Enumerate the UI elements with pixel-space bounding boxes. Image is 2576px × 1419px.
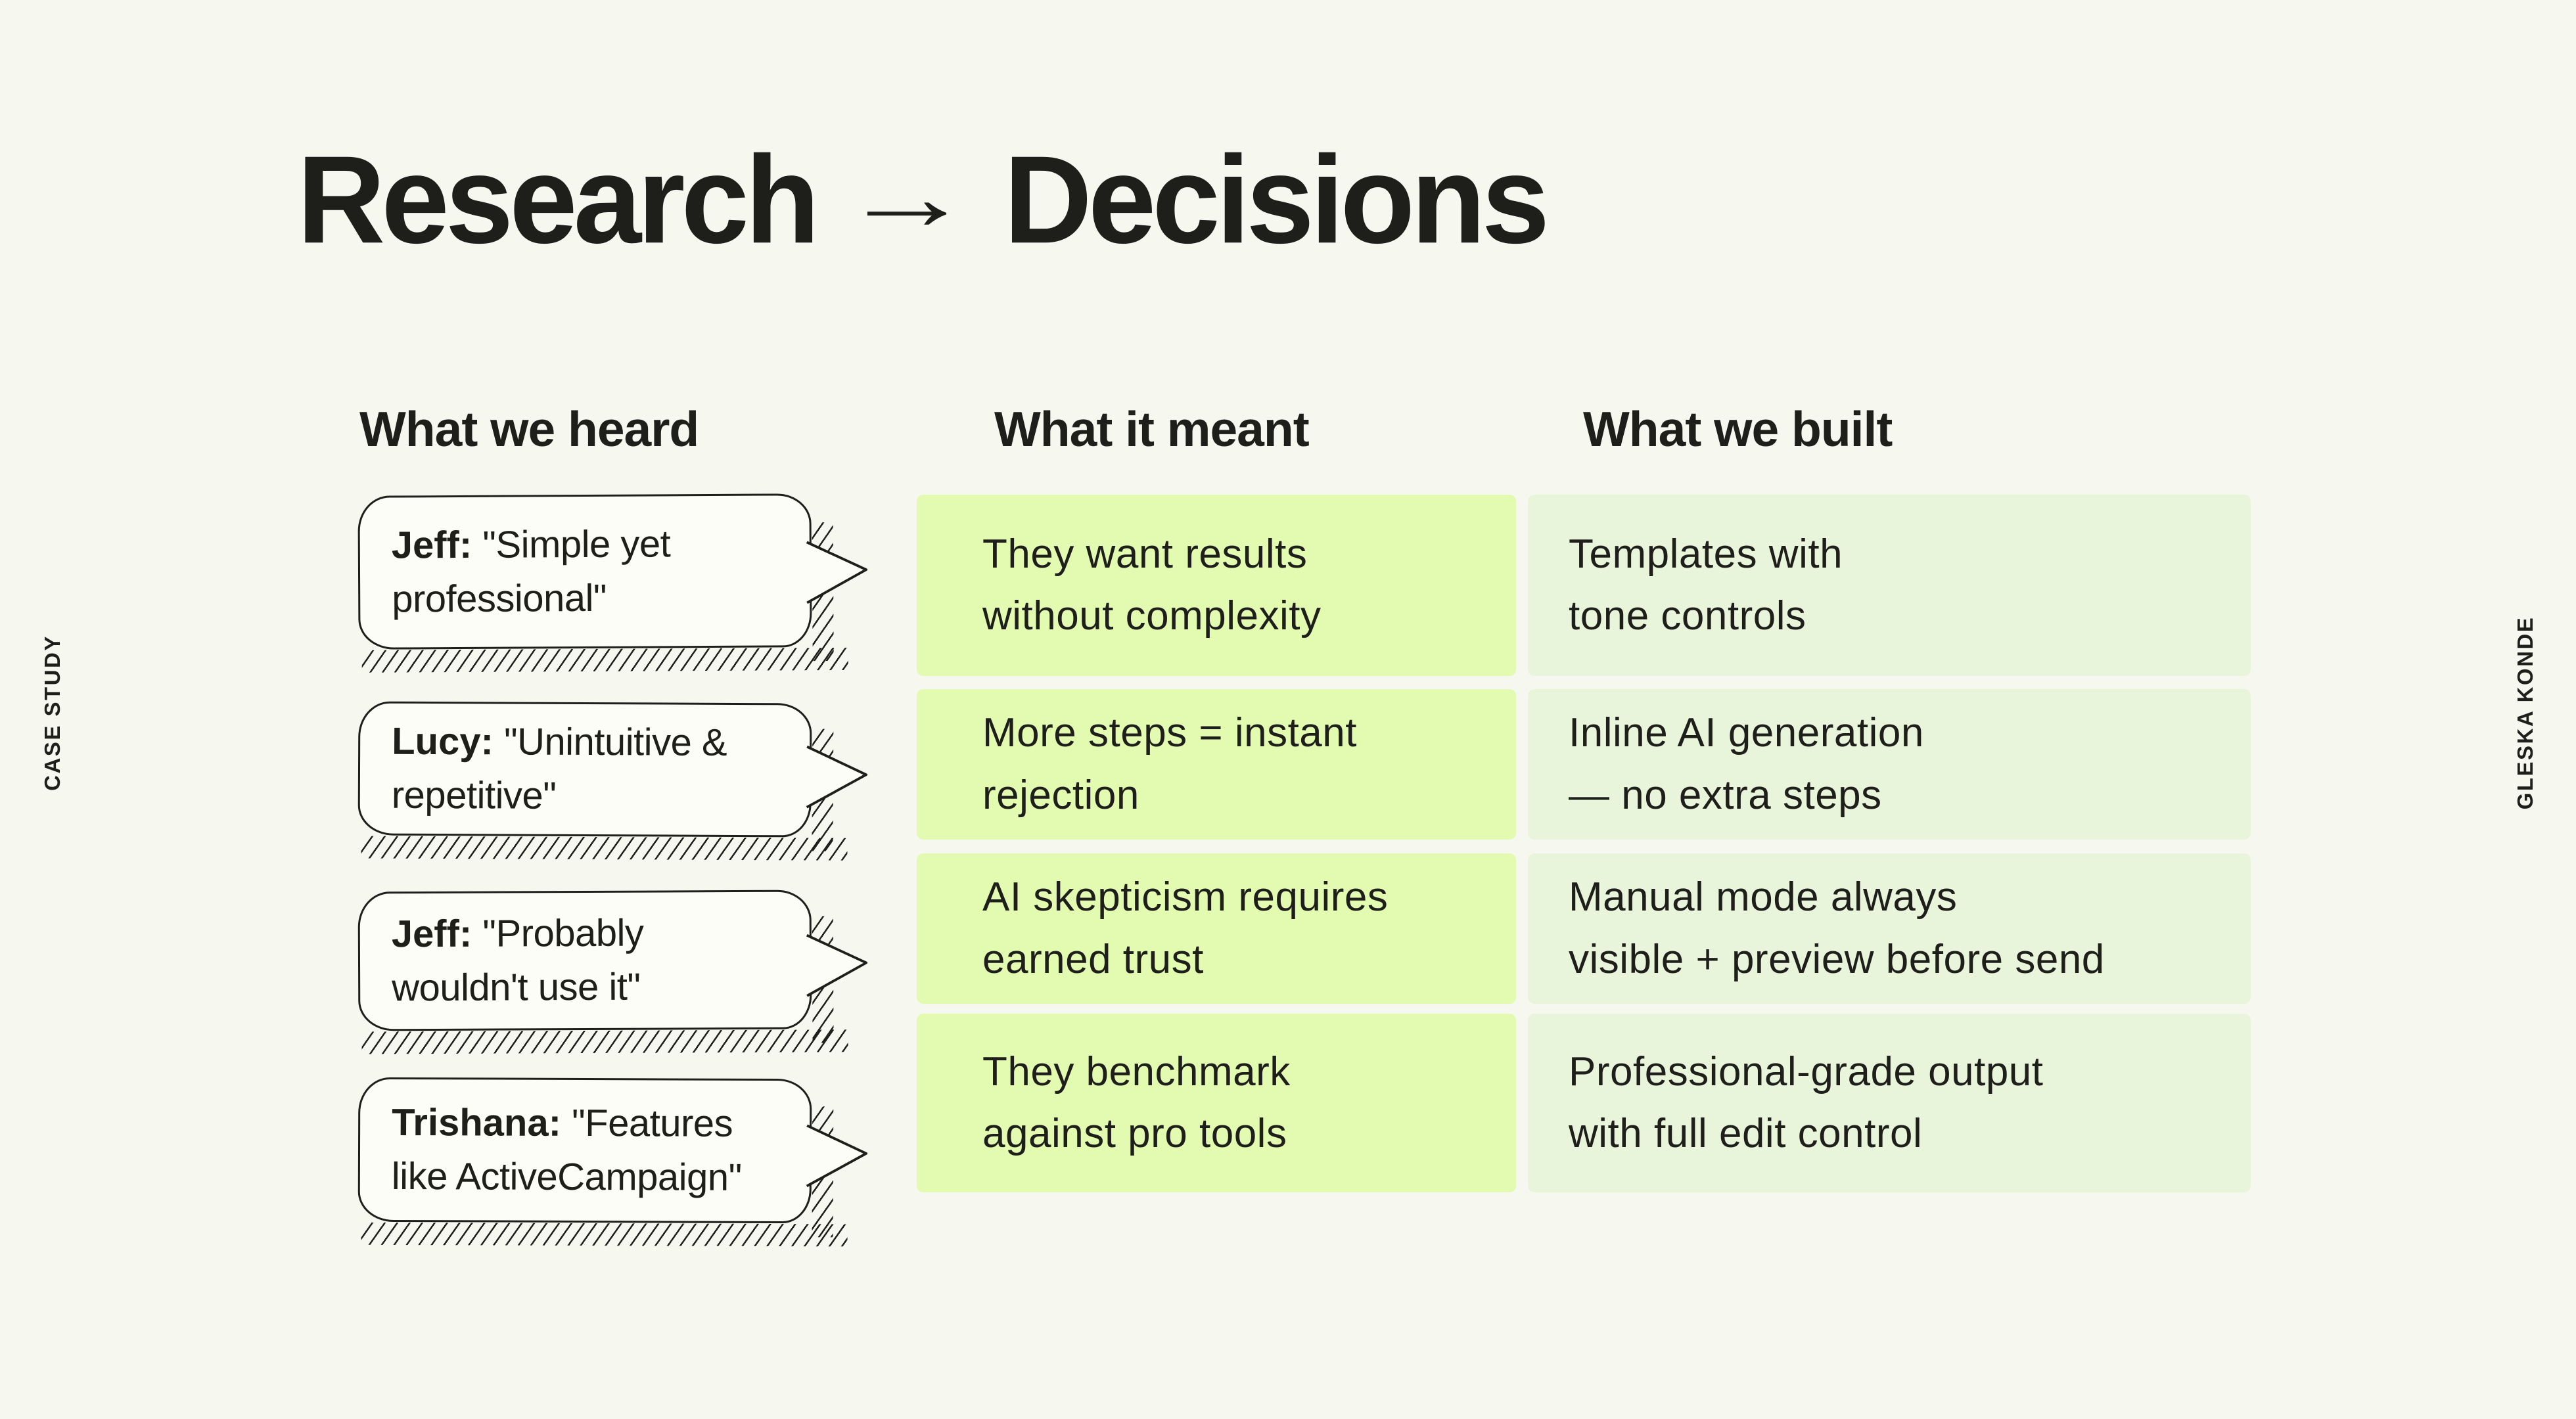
- research-row: Jeff: "Simple yet professional" They wan…: [357, 493, 2264, 676]
- bubble-tail-icon: [806, 934, 868, 997]
- column-header-built: What we built: [1583, 401, 1893, 457]
- quote-bubble: Lucy: "Unintuitive & repetitive": [357, 701, 868, 838]
- meant-cell: More steps = instant rejection: [917, 689, 1516, 840]
- column-header-heard: What we heard: [359, 401, 699, 457]
- meant-text: AI skepticism requires earned trust: [982, 874, 1389, 982]
- built-text: Manual mode always visible + preview bef…: [1569, 874, 2105, 982]
- column-header-meant: What it meant: [994, 401, 1310, 457]
- quote-text: Jeff: "Probably wouldn't use it": [392, 906, 644, 1015]
- research-row: Jeff: "Probably wouldn't use it" AI skep…: [357, 853, 2264, 1031]
- quote-text: Trishana: "Features like ActiveCampaign": [392, 1096, 742, 1205]
- meant-cell: They benchmark against pro tools: [917, 1014, 1516, 1192]
- page-title: Research → Decisions: [297, 130, 1550, 270]
- built-cell: Professional-grade output with full edit…: [1528, 1014, 2251, 1192]
- built-text: Inline AI generation — no extra steps: [1569, 710, 1924, 818]
- built-cell: Templates with tone controls: [1528, 495, 2251, 676]
- bubble-tail-icon: [806, 1124, 868, 1187]
- side-label-case-study: CASE STUDY: [40, 635, 64, 791]
- quote-bubble: Jeff: "Simple yet professional": [357, 493, 868, 650]
- research-row: Lucy: "Unintuitive & repetitive" More st…: [357, 689, 2264, 840]
- quote-text: Jeff: "Simple yet professional": [392, 517, 671, 627]
- quote-text: Lucy: "Unintuitive & repetitive": [392, 714, 727, 824]
- title-research: Research: [297, 130, 820, 270]
- built-text: Templates with tone controls: [1569, 531, 1843, 639]
- meant-text: They benchmark against pro tools: [982, 1048, 1291, 1156]
- speaker-name: Trishana:: [392, 1100, 572, 1144]
- side-label-author: GLESKA KONDE: [2513, 616, 2537, 810]
- bubble-tail-icon: [806, 746, 868, 809]
- meant-text: More steps = instant rejection: [982, 710, 1357, 818]
- built-cell: Manual mode always visible + preview bef…: [1528, 853, 2251, 1004]
- meant-cell: They want results without complexity: [917, 495, 1516, 676]
- speaker-name: Lucy:: [392, 719, 505, 763]
- meant-cell: AI skepticism requires earned trust: [917, 853, 1516, 1004]
- title-decisions: Decisions: [1003, 130, 1550, 270]
- quote-bubble: Trishana: "Features like ActiveCampaign": [357, 1077, 868, 1224]
- quote-bubble: Jeff: "Probably wouldn't use it": [357, 890, 868, 1031]
- speaker-name: Jeff:: [391, 523, 483, 567]
- arrow-right-icon: →: [840, 144, 974, 250]
- bubble-tail-icon: [806, 541, 868, 604]
- research-row: Trishana: "Features like ActiveCampaign"…: [357, 1014, 2264, 1224]
- built-text: Professional-grade output with full edit…: [1569, 1048, 2044, 1156]
- built-cell: Inline AI generation — no extra steps: [1528, 689, 2251, 840]
- speaker-name: Jeff:: [391, 912, 483, 955]
- meant-text: They want results without complexity: [982, 531, 1322, 639]
